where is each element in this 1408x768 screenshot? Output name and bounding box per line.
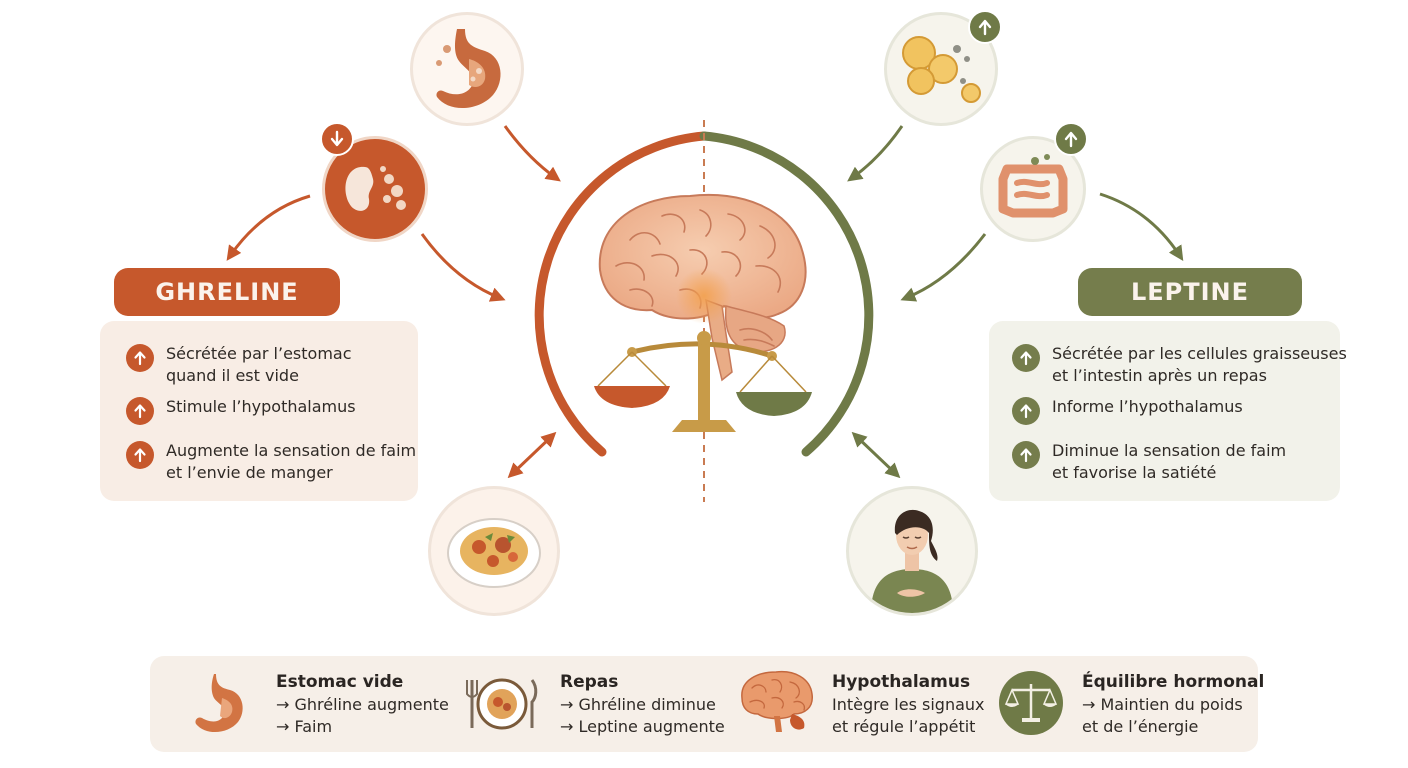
food-plate-circle: [428, 486, 560, 616]
arrow-fat-to-brain: [847, 125, 904, 182]
brain-icon: [598, 193, 807, 382]
arrow-up-icon: [1012, 344, 1040, 372]
leptine-arc: [699, 131, 874, 457]
leptine-title: LEPTINE: [1078, 268, 1302, 316]
leptine-item-3: Diminue la sensation de faim et favorise…: [1012, 440, 1286, 484]
satisfied-person-icon: [871, 509, 953, 613]
ghreline-item-text: Sécrétée par l’estomac quand il est vide: [166, 344, 352, 385]
arrow-up-icon: [1012, 397, 1040, 425]
leptine-item-text: Diminue la sensation de faim et favorise…: [1052, 441, 1287, 482]
ghreline-item-1: Sécrétée par l’estomac quand il est vide: [126, 343, 352, 387]
person-circle: [846, 486, 978, 616]
kidney-circle: [322, 136, 428, 242]
leptine-item-text: Informe l’hypothalamus: [1052, 397, 1243, 416]
fat-cells-arrow-up-icon: [968, 10, 1002, 44]
brain-icon: [741, 670, 813, 732]
ghreline-item-text: Stimule l’hypothalamus: [166, 397, 356, 416]
ghreline-item-2: Stimule l’hypothalamus: [126, 396, 356, 425]
ghreline-arc: [534, 131, 709, 457]
kidney-icon: [345, 166, 406, 211]
leptine-item-text: Sécrétée par les cellules graisseuses et…: [1052, 344, 1347, 385]
arrow-up-icon: [126, 441, 154, 469]
summary-step-2: Repas → Ghréline diminue → Leptine augme…: [560, 672, 725, 736]
arrow-kidney-to-ghreline: [226, 194, 311, 261]
summary-step-4: Équilibre hormonal → Maintien du poids e…: [1082, 672, 1265, 736]
arrow-brain-person: [851, 431, 901, 479]
stomach-circle: [410, 12, 524, 126]
stomach-icon: [195, 674, 243, 733]
arrow-up-icon: [126, 397, 154, 425]
food-plate-icon: [447, 518, 541, 588]
stomach-icon: [436, 29, 501, 109]
arrow-kidney-to-brain: [420, 233, 506, 302]
ghreline-item-3: Augmente la sensation de faim et l’envie…: [126, 440, 416, 484]
kidney-arrow-down-icon: [320, 122, 354, 156]
arrow-intestine-to-leptine: [1099, 192, 1184, 262]
leptine-item-1: Sécrétée par les cellules graisseuses et…: [1012, 343, 1347, 387]
balance-scale-icon: [999, 671, 1063, 735]
leptine-panel: Sécrétée par les cellules graisseuses et…: [989, 321, 1347, 501]
summary-step-1: Estomac vide → Ghréline augmente → Faim: [276, 672, 449, 736]
plate-utensils-icon: [466, 678, 538, 730]
summary-bar: Estomac vide → Ghréline augmente → Faim …: [150, 656, 1264, 752]
arrow-brain-food: [507, 431, 557, 479]
arrow-intestine-to-brain: [900, 233, 987, 302]
fat-cells-icon: [902, 36, 981, 103]
ghreline-panel: Sécrétée par l’estomac quand il est vide…: [100, 321, 418, 501]
ghreline-title: GHRELINE: [114, 268, 340, 316]
intestine-icon: [998, 154, 1068, 218]
arrow-up-icon: [1012, 441, 1040, 469]
summary-step-3: Hypothalamus Intègre les signaux et régu…: [832, 672, 985, 736]
balance-scale-icon: [594, 331, 812, 432]
arrow-stomach-to-brain: [503, 125, 561, 182]
leptine-item-2: Informe l’hypothalamus: [1012, 396, 1243, 425]
intestine-arrow-up-icon: [1054, 122, 1088, 156]
ghreline-item-text: Augmente la sensation de faim et l’envie…: [166, 441, 417, 482]
arrow-up-icon: [126, 344, 154, 372]
